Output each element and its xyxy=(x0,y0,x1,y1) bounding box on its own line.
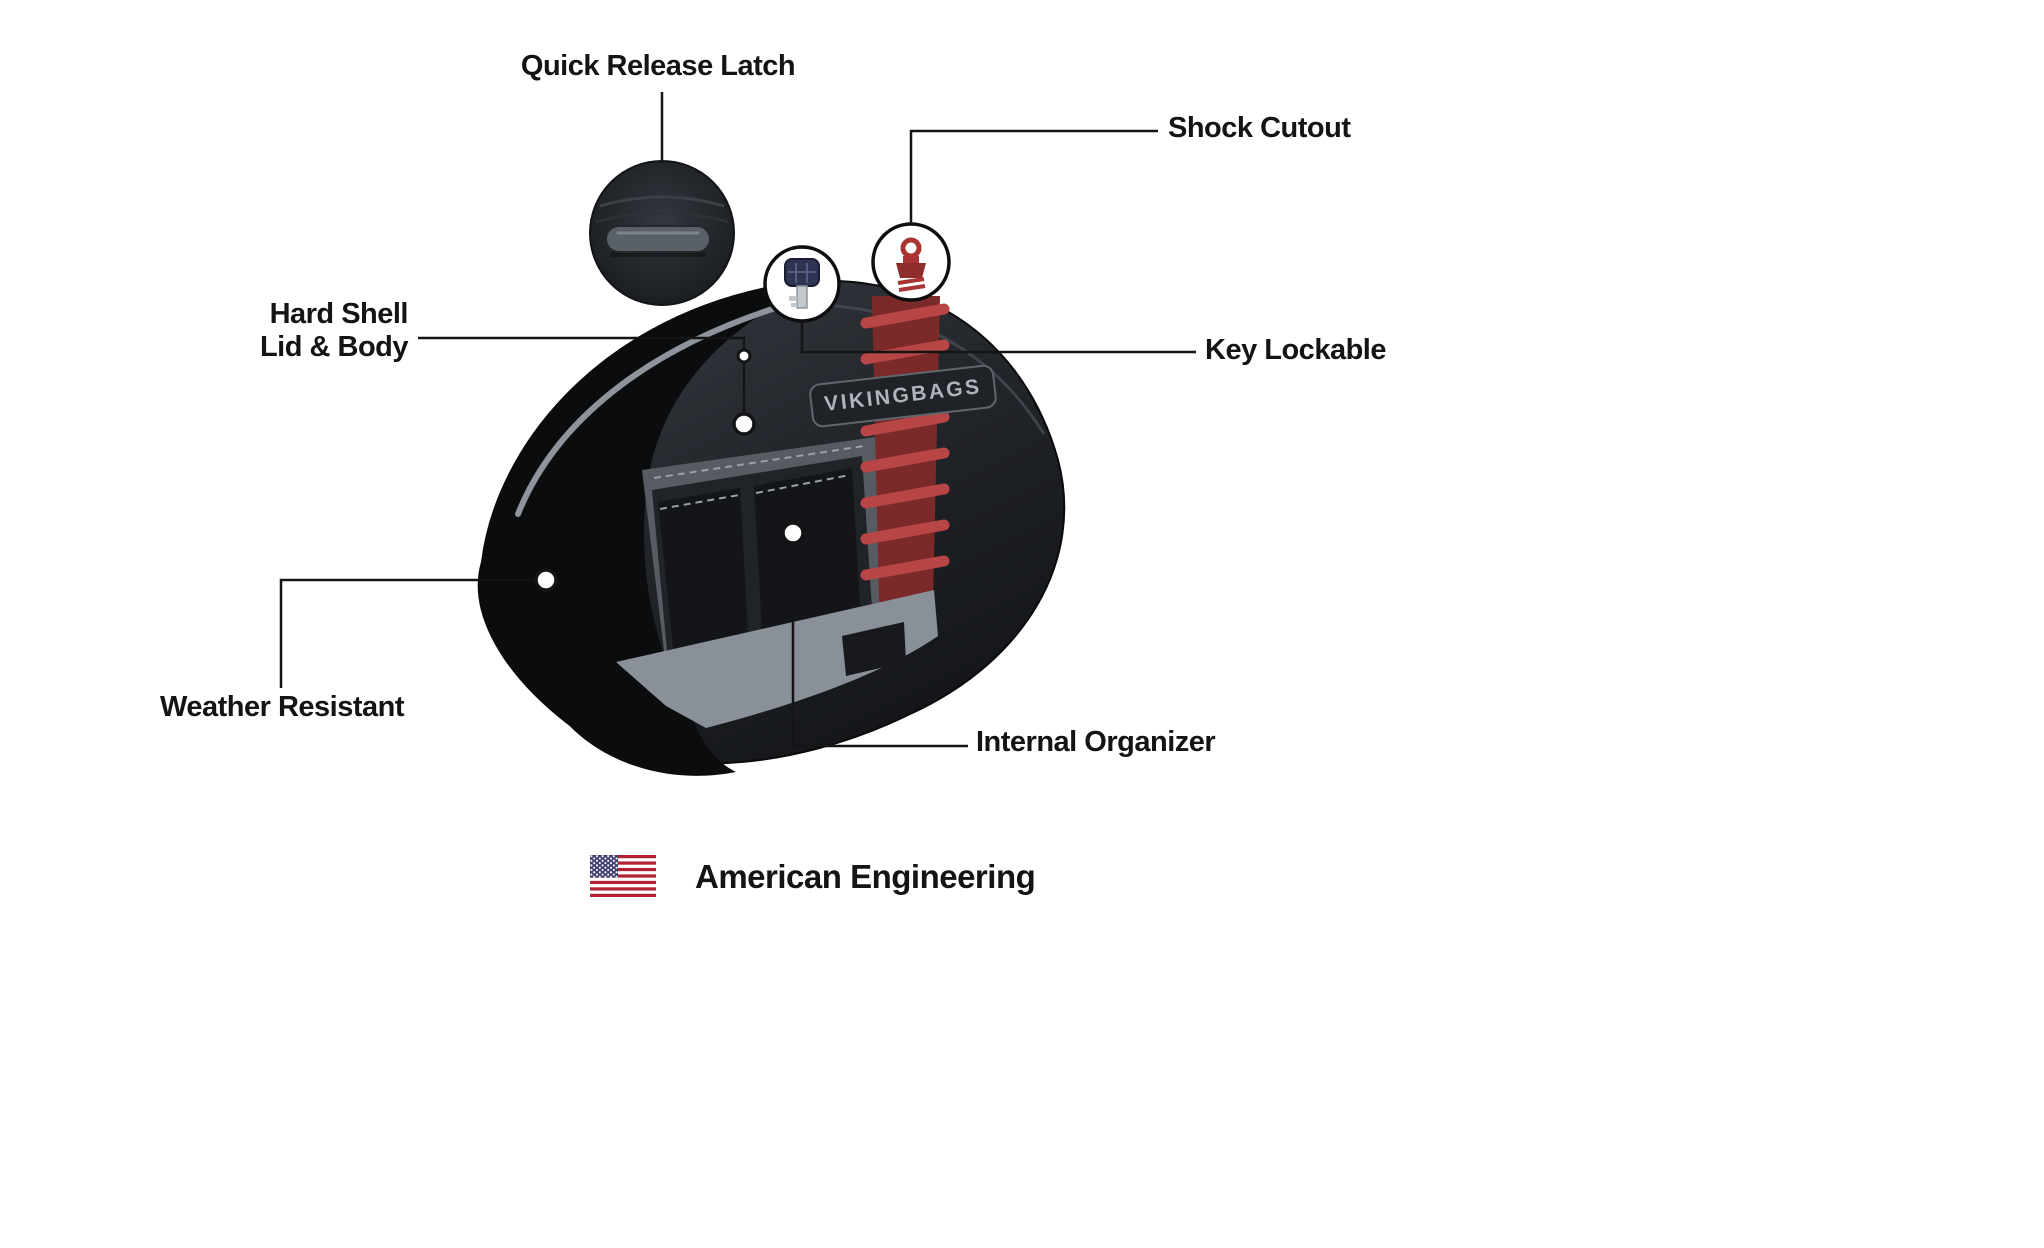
callout-lines xyxy=(279,92,1196,748)
quick-release-latch-label: Quick Release Latch xyxy=(520,50,796,82)
brand-badge-text: VIKINGBAGS xyxy=(823,375,983,416)
shock-cutout-label: Shock Cutout xyxy=(1168,112,1351,144)
internal-organizer-label: Internal Organizer xyxy=(968,722,1224,764)
organizer-pocket xyxy=(658,488,748,656)
american-engineering-label: American Engineering xyxy=(695,858,1036,895)
weather-resistant-line xyxy=(279,578,537,688)
shock-cutout-line xyxy=(909,129,1158,224)
hard-shell-label: Hard Shell Lid & Body xyxy=(200,298,409,364)
us-flag-icon xyxy=(590,855,656,897)
interior-base-strip xyxy=(616,590,938,728)
hard-shell-line xyxy=(418,336,746,424)
key-icon xyxy=(784,258,820,309)
organizer-pocket xyxy=(754,468,860,632)
piping-stripe xyxy=(515,301,791,517)
weather-resistant-dot-ring xyxy=(534,568,558,592)
hard-shell-dot-small xyxy=(736,348,752,364)
quick-release-latch-icon xyxy=(605,225,711,257)
saddlebag-front-face xyxy=(478,288,792,776)
shock-cutout-badge xyxy=(871,222,951,302)
internal-organizer-graphic xyxy=(642,432,932,700)
interior-base-notch xyxy=(842,622,906,676)
weather-resistant-label: Weather Resistant xyxy=(160,691,405,723)
saddlebag-illustration xyxy=(477,279,1066,776)
hard-shell-dot-ring xyxy=(732,412,756,436)
hard-shell-label-line2: Lid & Body xyxy=(259,331,409,364)
key-lockable-badge xyxy=(763,245,841,323)
marker-dots xyxy=(534,348,805,592)
internal-organizer-dot-ring xyxy=(781,521,805,545)
key-lockable-label: Key Lockable xyxy=(1205,334,1386,366)
quick-release-latch-inset xyxy=(589,160,735,306)
hard-shell-label-line1: Hard Shell xyxy=(269,298,409,330)
internal-organizer-line xyxy=(791,543,968,748)
shock-absorber-icon xyxy=(896,237,926,292)
key-lockable-line xyxy=(800,322,1196,354)
